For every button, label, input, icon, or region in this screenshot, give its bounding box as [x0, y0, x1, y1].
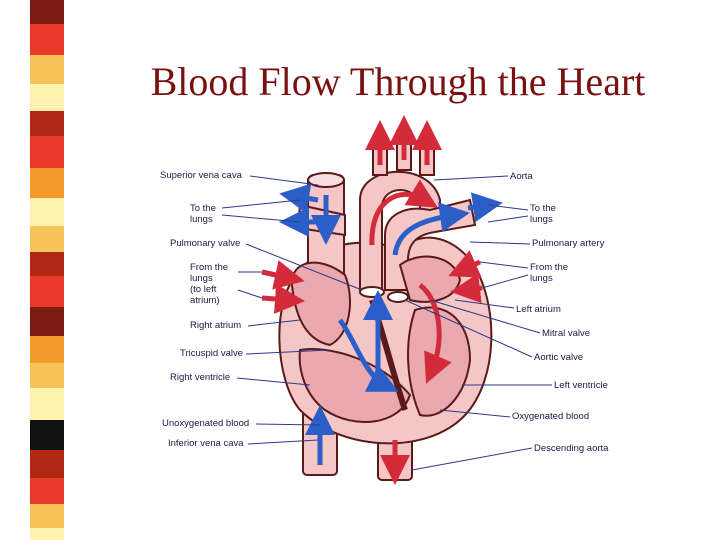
label-from-the-lungs-right-line2: lungs: [530, 273, 553, 284]
label-aorta: Aorta: [510, 171, 533, 182]
label-oxygenated-blood: Oxygenated blood: [512, 411, 590, 422]
label-pulmonary-valve: Pulmonary valve: [170, 238, 241, 249]
label-tricuspid-valve: Tricuspid valve: [180, 348, 244, 359]
stripe-block: [30, 336, 64, 363]
stripe-block: [30, 504, 64, 528]
stripe-block: [30, 168, 64, 198]
slide-title: Blood Flow Through the Heart: [150, 59, 646, 104]
label-to-the-lungs-right-line1: To the: [530, 203, 556, 214]
decorative-stripe: [30, 0, 64, 540]
label-right-atrium: Right atrium: [190, 320, 242, 331]
leader-lines-left: [221, 175, 363, 445]
label-from-the-lungs-left-line3: (to left: [190, 284, 217, 295]
flow-arrow-left-heart: [418, 283, 452, 384]
stripe-block: [30, 363, 64, 388]
label-aortic-valve: Aortic valve: [534, 352, 584, 363]
flow-arrow-from-lungs-right-2: [450, 273, 483, 304]
label-from-the-lungs-right-line1: From the: [530, 262, 569, 273]
label-to-the-lungs-right-line2: lungs: [530, 214, 553, 225]
stripe-block: [30, 307, 64, 336]
label-superior-vena-cava: Superior vena cava: [160, 170, 242, 181]
stripe-block: [30, 136, 64, 168]
label-descending-aorta: Descending aorta: [534, 443, 609, 454]
pulmonary-valve-shape: [359, 286, 385, 298]
stripe-block: [30, 276, 64, 307]
label-left-ventricle: Left ventricle: [554, 380, 608, 391]
unoxygenated-flow-arrows: [279, 183, 503, 465]
flow-arrow-from-lungs-right-1: [448, 250, 482, 278]
flow-arrow-to-lungs-left: [279, 183, 319, 214]
label-from-the-lungs-left-line1: From the: [190, 262, 229, 273]
stripe-block: [30, 388, 64, 420]
label-from-the-lungs-left-line2: lungs: [190, 273, 213, 284]
right-ventricle: [298, 348, 412, 423]
stripe-block: [30, 252, 64, 276]
flow-arrow-arch: [369, 179, 438, 246]
flow-arrow-pulmonary: [392, 202, 470, 256]
flow-arrow-from-lungs-left-2: [261, 283, 305, 314]
stripe-block: [30, 478, 64, 504]
leader-lines-right: [404, 175, 552, 471]
stripe-block: [30, 450, 64, 478]
label-to-the-lungs-left-line2: lungs: [190, 214, 213, 225]
label-right-ventricle: Right ventricle: [170, 372, 231, 383]
label-from-the-lungs-left-line4: atrium): [190, 295, 220, 306]
label-mitral-valve: Mitral valve: [542, 328, 591, 339]
oxygenated-flow-arrows: [261, 115, 483, 485]
right-atrium: [290, 261, 351, 347]
label-to-the-lungs-left-line1: To the: [190, 203, 216, 214]
stripe-block: [30, 24, 64, 55]
flow-arrow-from-lungs-left-1: [261, 260, 305, 290]
flow-arrow-right-heart: [337, 318, 399, 392]
stripe-block: [30, 198, 64, 226]
heart-body: [278, 139, 493, 481]
flow-arrow-to-lungs-right: [467, 192, 503, 223]
label-pulmonary-artery: Pulmonary artery: [532, 238, 605, 249]
stripe-block: [30, 528, 64, 540]
stripe-block: [30, 55, 64, 84]
stripe-block: [30, 420, 64, 450]
label-left-atrium: Left atrium: [516, 304, 561, 315]
stripe-block: [30, 84, 64, 111]
stripe-block: [30, 111, 64, 136]
label-unoxygenated-blood: Unoxygenated blood: [162, 418, 250, 429]
stripe-block: [30, 0, 64, 24]
superior-vena-cava-opening: [307, 172, 345, 188]
label-inferior-vena-cava: Inferior vena cava: [168, 438, 244, 449]
stripe-block: [30, 226, 64, 252]
